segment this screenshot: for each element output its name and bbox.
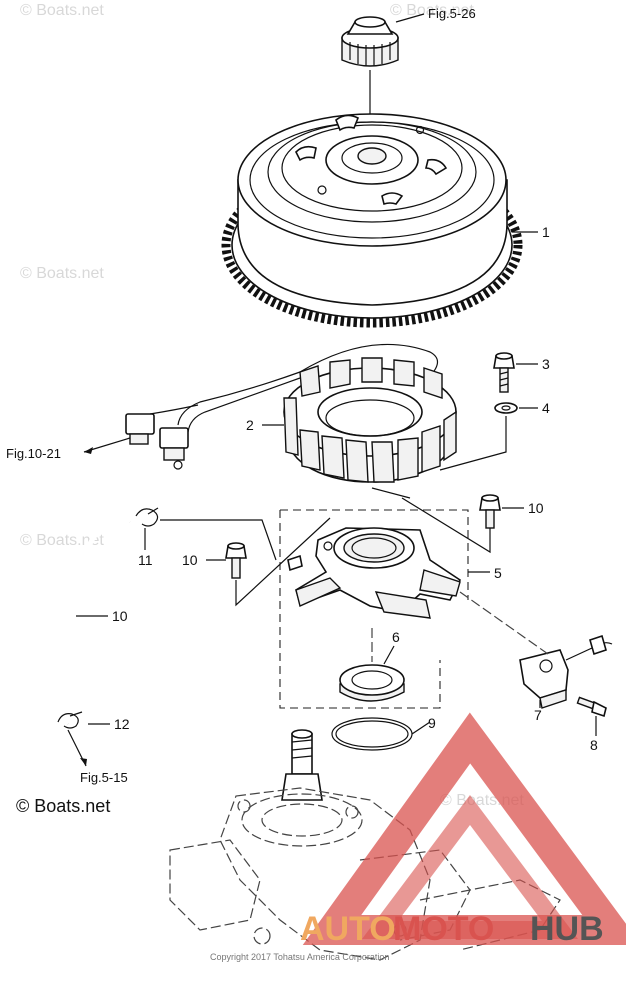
bolt-10-left (225, 542, 247, 579)
figure-ref-hose: Fig.5-15 (80, 770, 128, 785)
bolt-8 (576, 696, 607, 718)
callout-12-top: 11 (138, 552, 153, 568)
o-ring-9 (331, 717, 413, 751)
harness-wire (125, 343, 439, 470)
bolt-10-right (479, 494, 501, 529)
callout-10-left: 10 (182, 552, 198, 568)
automotohub-logo (302, 712, 626, 945)
base-plate (287, 527, 462, 619)
crankshaft (281, 729, 323, 801)
stator-coil (283, 357, 457, 483)
fine-print: Copyright 2017 Tohatsu America Corporati… (210, 952, 389, 962)
callout-4: 4 (542, 400, 550, 416)
callout-2: 2 (246, 417, 254, 433)
bolt-3 (493, 352, 515, 393)
figure-ref-top: Fig.5-26 (428, 6, 476, 21)
copyright-mark: © Boats.net (16, 796, 110, 816)
callout-9: 9 (428, 715, 436, 731)
watermark: © Boats.net (20, 2, 104, 19)
callout-10-right: 10 (528, 500, 544, 516)
callout-3: 3 (542, 356, 550, 372)
callout-5: 5 (494, 565, 502, 581)
oil-seal-6 (339, 664, 405, 702)
watermark: © Boats.net (20, 265, 104, 282)
callout-7: 7 (534, 707, 542, 723)
washer-4 (494, 402, 518, 414)
callout-6: 6 (392, 629, 400, 645)
brand-moto: MOTO (393, 910, 494, 948)
hose-clip-12-bottom (57, 711, 83, 729)
hose-11 (36, 518, 131, 727)
brand-hub: HUB (530, 910, 604, 948)
callout-12-bottom: 12 (114, 716, 130, 732)
brand-auto: AUTO (300, 910, 396, 948)
callout-11: 10 (112, 608, 128, 624)
figure-ref-harness: Fig.10-21 (6, 446, 61, 461)
pulser-coil-7 (519, 634, 613, 709)
watermark: © Boats.net (390, 2, 474, 19)
callout-8: 8 (590, 737, 598, 753)
callout-1: 1 (542, 224, 550, 240)
flywheel (221, 113, 523, 328)
hose-clip-12-top (135, 507, 159, 527)
flywheel-nut (341, 16, 399, 67)
watermark: © Boats.net (20, 532, 104, 549)
